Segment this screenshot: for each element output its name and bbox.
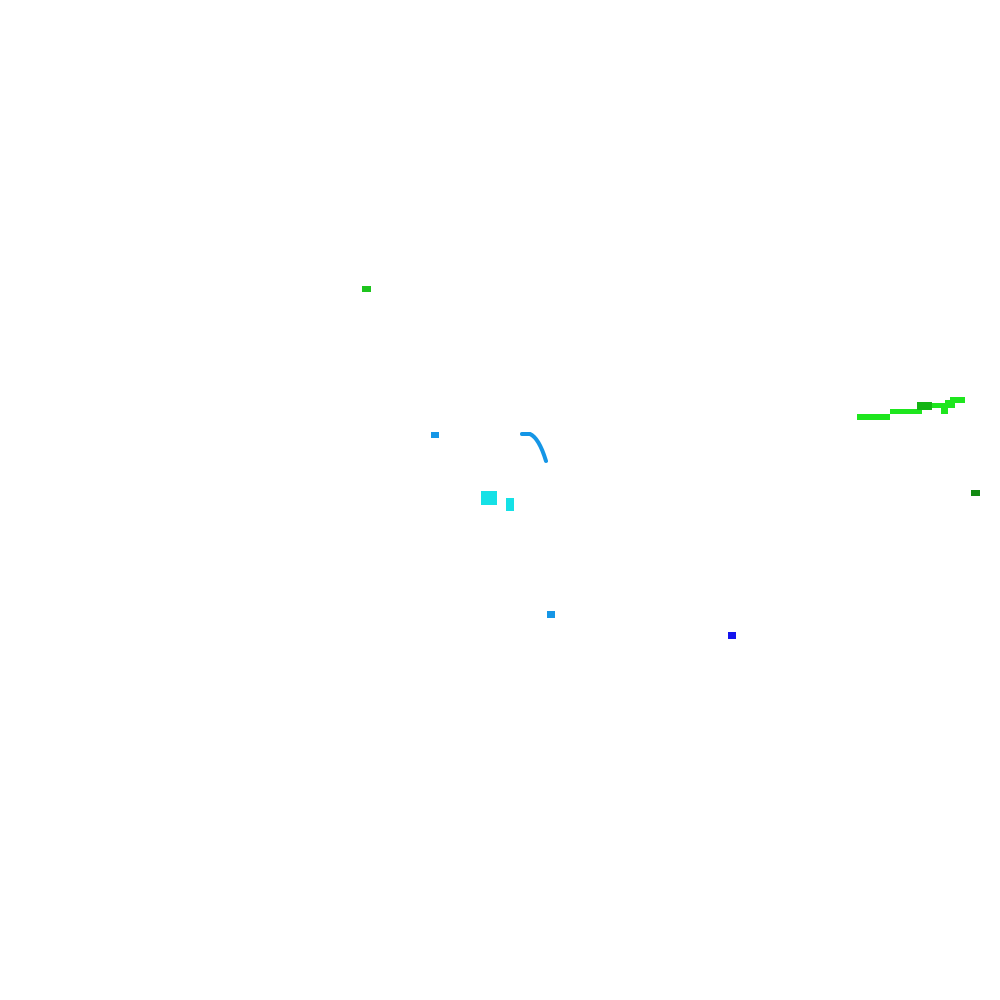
dark-green-segment — [971, 490, 980, 496]
blue-arc — [520, 432, 548, 463]
green-segment-a — [362, 286, 371, 292]
cyan-block-b — [506, 498, 514, 511]
blue-segment-a — [431, 432, 439, 438]
blue-segment-b — [547, 611, 555, 618]
green-path — [857, 397, 965, 420]
dark-blue-segment — [728, 632, 736, 639]
green-segment-b — [917, 402, 932, 410]
cyan-block-a — [481, 491, 497, 505]
